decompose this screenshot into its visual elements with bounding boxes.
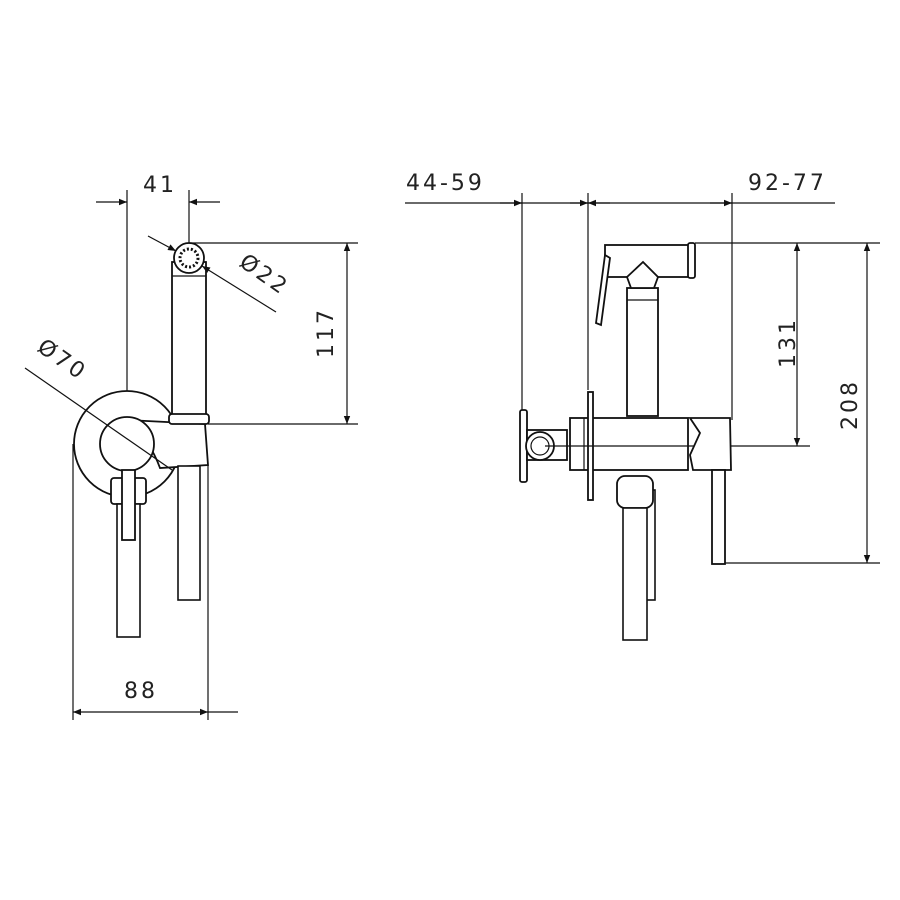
dim-label-131: 131 bbox=[776, 317, 801, 368]
leader-line bbox=[24, 367, 173, 471]
hose-right bbox=[177, 465, 201, 601]
hose-front bbox=[622, 507, 648, 641]
spray-head-cone bbox=[625, 260, 660, 289]
dim-label-208: 208 bbox=[838, 379, 863, 430]
hose-nut bbox=[616, 475, 654, 509]
dim-label-44-59: 44-59 bbox=[406, 171, 485, 196]
sprayer-collar bbox=[168, 413, 210, 425]
dim-label-117: 117 bbox=[314, 307, 339, 358]
hose-stem bbox=[121, 469, 136, 541]
spray-nozzle bbox=[687, 242, 696, 279]
side-view: 44-59 92-77 131 208 bbox=[405, 171, 880, 641]
dim-label-dia22: Ø22 bbox=[235, 249, 294, 301]
dim-label-88: 88 bbox=[124, 679, 158, 704]
spray-trigger bbox=[595, 253, 611, 327]
handle-lever bbox=[711, 469, 726, 565]
dim-label-41: 41 bbox=[143, 173, 177, 198]
sprayer-tube bbox=[171, 261, 207, 416]
handle-block bbox=[688, 417, 732, 471]
spray-holes-icon bbox=[178, 247, 200, 269]
sprayer-tube bbox=[626, 287, 659, 417]
front-view: 41 117 Ø22 Ø70 88 bbox=[24, 173, 358, 720]
dim-label-92-77: 92-77 bbox=[748, 171, 827, 196]
dim-label-dia70: Ø70 bbox=[33, 334, 92, 386]
